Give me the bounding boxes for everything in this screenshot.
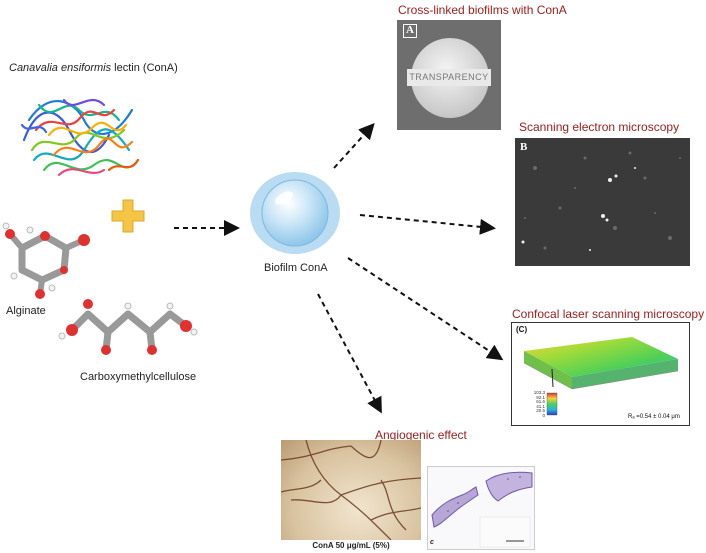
arrow-to-crosslinked <box>334 126 372 168</box>
colorbar-ticks: 103.3 92.1 61.6 41.1 20.5 0 <box>531 391 545 419</box>
panel-letter-b: B <box>520 141 527 153</box>
roughness-value: Rₐ =0.54 ± 0.04 μm <box>628 414 680 420</box>
biofilm-label: Biofilm ConA <box>264 262 328 274</box>
clsm-image: (C) 103.3 92.1 61.6 4 <box>511 322 690 426</box>
clsm-title: Confocal laser scanning microscopy <box>512 307 704 321</box>
sem-image: B <box>515 138 690 266</box>
angio-caption: ConA 50 μg/mL (5%) <box>281 541 421 550</box>
panel-letter-a: A <box>406 24 414 36</box>
histology-image: c <box>427 466 535 550</box>
transparency-card: TRANSPARENCY <box>407 69 491 86</box>
panel-letter-c: (C) <box>516 325 527 334</box>
arrow-to-angio <box>318 294 380 410</box>
histology-letter: c <box>430 539 434 546</box>
arrow-to-sem <box>360 215 492 228</box>
crosslinked-title: Cross-linked biofilms with ConA <box>398 3 567 17</box>
biofilm-bubble-icon <box>246 168 344 258</box>
crosslinked-photo: A TRANSPARENCY <box>397 20 501 130</box>
arrow-to-clsm <box>348 258 500 358</box>
cam-assay-photo <box>281 440 421 540</box>
sem-title: Scanning electron microscopy <box>519 120 679 134</box>
